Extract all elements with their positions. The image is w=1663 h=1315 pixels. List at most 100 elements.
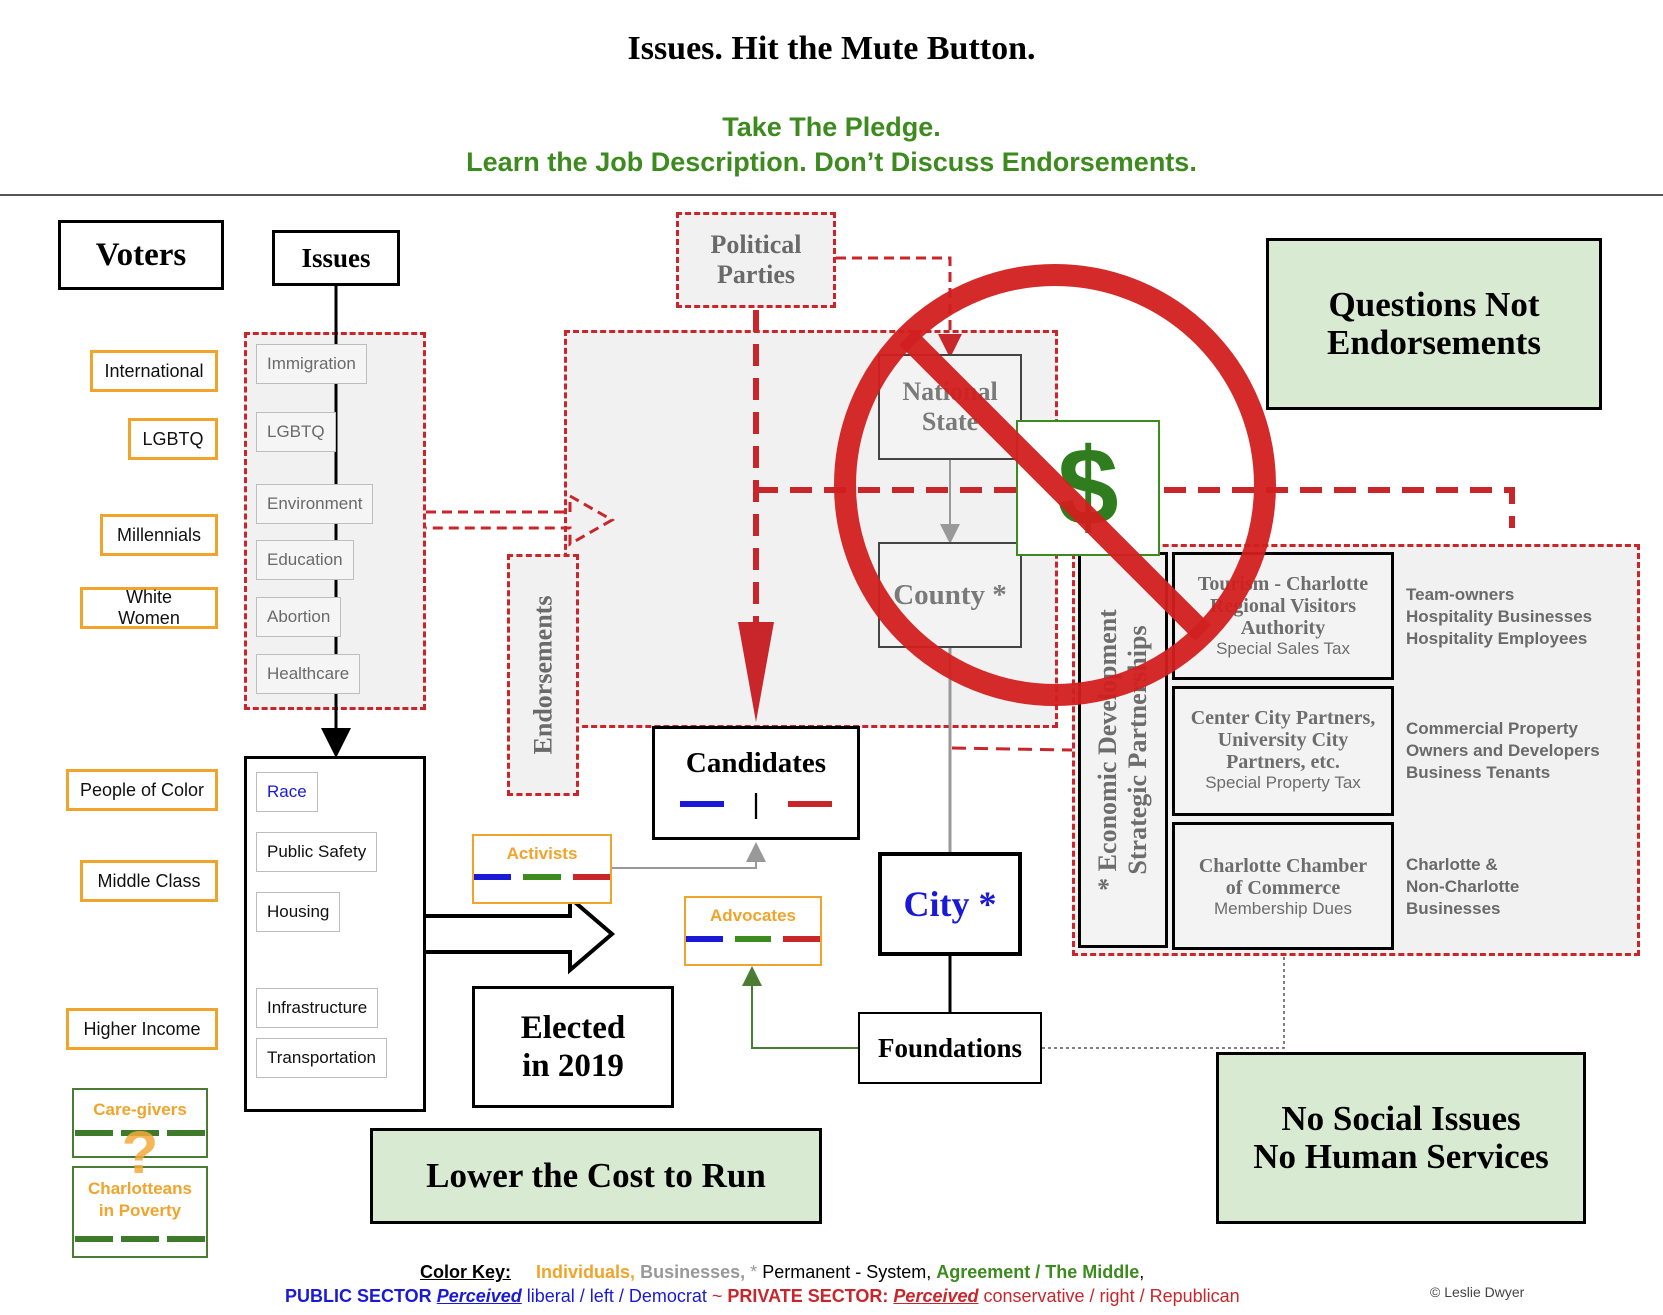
lower-cost-box: Lower the Cost to Run <box>370 1128 822 1224</box>
color-key-line2: PUBLIC SECTOR Perceived liberal / left /… <box>285 1286 1240 1307</box>
edp-side-line: Business Tenants <box>1406 763 1551 782</box>
voter-middle-class: Middle Class <box>80 860 218 902</box>
activists-box: Activists <box>472 834 612 904</box>
color-key-line1: Color Key: Individuals, Businesses, * Pe… <box>420 1262 1144 1283</box>
pledge-subline: Learn the Job Description. Don’t Discuss… <box>466 147 1197 177</box>
key-liberal: liberal / left / Democrat <box>526 1286 707 1306</box>
issue-lgbtq: LGBTQ <box>256 412 336 452</box>
voter-people-of-color: People of Color <box>66 769 218 811</box>
green-bar <box>121 1130 159 1136</box>
edp-side-line: Team-owners <box>1406 585 1515 604</box>
key-conservative: conservative / right / Republican <box>983 1286 1240 1306</box>
edp-row-heading: of Commerce <box>1225 877 1341 899</box>
blue-bar <box>686 936 723 942</box>
issue-environment: Environment <box>256 484 374 524</box>
page-title: Issues. Hit the Mute Button. <box>627 30 1036 67</box>
edp-side-line: Hospitality Businesses <box>1406 607 1593 626</box>
blue-bar <box>680 801 725 807</box>
prohibition-sign-icon <box>834 264 1276 706</box>
parties-to-national-line <box>836 256 962 358</box>
question-mark-icon: ? <box>121 1119 159 1186</box>
political-parties-line2: Parties <box>717 260 795 289</box>
political-parties-line1: Political <box>710 230 802 259</box>
edp-side-chamber: Charlotte & Non-Charlotte Businesses <box>1406 854 1636 920</box>
elected-box: Elected in 2019 <box>472 986 674 1108</box>
candidates-title: Candidates <box>685 747 827 779</box>
questions-not-endorsements-box: Questions Not Endorsements <box>1266 238 1602 410</box>
blue-bar <box>474 874 512 880</box>
green-bar <box>75 1236 113 1242</box>
elected-line2: in 2019 <box>522 1048 624 1084</box>
voter-caregivers: Care-givers <box>72 1088 208 1158</box>
voter-white-women: White Women <box>80 587 218 629</box>
questions-line2: Endorsements <box>1327 323 1541 362</box>
political-parties-box: Political Parties <box>676 212 836 308</box>
edp-row-heading: University City <box>1217 729 1349 751</box>
issue-education: Education <box>256 540 354 580</box>
key-permanent: Permanent - System, <box>762 1262 932 1282</box>
edp-to-city-line <box>951 746 1073 752</box>
parties-to-candidates-arrowhead <box>738 622 774 722</box>
key-agreement: Agreement / The Middle <box>936 1262 1140 1282</box>
city-box: City * <box>878 852 1022 956</box>
advocates-box: Advocates <box>684 896 822 966</box>
endorsements-label: Endorsements <box>528 595 557 755</box>
green-bar <box>121 1236 159 1242</box>
key-tilde: ~ <box>711 1286 723 1306</box>
issue-immigration: Immigration <box>256 344 367 384</box>
edp-row-funding: Membership Dues <box>1214 899 1352 918</box>
pledge-line: Take The Pledge. <box>722 112 941 142</box>
no-social-line2: No Human Services <box>1253 1137 1549 1176</box>
issue-abortion: Abortion <box>256 597 342 637</box>
edp-side-line: Businesses <box>1406 899 1501 918</box>
poverty-line2: in Poverty <box>98 1201 182 1220</box>
issue-public-safety: Public Safety <box>256 832 378 872</box>
credit: © Leslie Dwyer <box>1430 1284 1525 1300</box>
no-social-line1: No Social Issues <box>1281 1099 1521 1138</box>
poverty-bars <box>74 1236 206 1242</box>
job-issues-arrow <box>426 893 616 975</box>
green-bar <box>75 1130 113 1136</box>
issues-title: Issues <box>272 230 400 286</box>
caregivers-label: Care-givers <box>93 1100 187 1119</box>
edp-side-line: Commercial Property <box>1406 719 1578 738</box>
elected-line1: Elected <box>520 1010 626 1046</box>
voter-lgbtq: LGBTQ <box>128 418 218 460</box>
edp-side-line: Hospitality Employees <box>1406 629 1588 648</box>
edp-side-line: Charlotte & <box>1406 855 1498 874</box>
key-asterisk: * <box>750 1262 758 1282</box>
edp-row-heading: Authority <box>1240 617 1326 639</box>
edp-row-center-city: Center City Partners, University City Pa… <box>1172 686 1394 816</box>
edp-side-center-city: Commercial Property Owners and Developer… <box>1406 718 1636 784</box>
candidates-box: Candidates | <box>652 726 860 840</box>
key-individuals: Individuals, <box>536 1262 636 1282</box>
key-perceived-public: Perceived <box>436 1286 522 1306</box>
edp-side-line: Non-Charlotte <box>1406 877 1520 896</box>
edp-row-funding: Special Sales Tax <box>1216 639 1350 658</box>
voter-international: International <box>90 350 218 392</box>
questions-line1: Questions Not <box>1328 285 1540 324</box>
edp-row-chamber: Charlotte Chamber of Commerce Membership… <box>1172 822 1394 950</box>
endorsements-frame <box>507 554 579 796</box>
activists-bars <box>474 874 610 880</box>
red-bar <box>783 936 821 942</box>
activists-to-candidates-line <box>612 842 766 869</box>
issue-healthcare: Healthcare <box>256 654 361 694</box>
poverty-line1: Charlotteans <box>88 1179 192 1198</box>
no-social-issues-box: No Social Issues No Human Services <box>1216 1052 1586 1224</box>
red-bar <box>572 874 610 880</box>
social-to-endorsements-arrow <box>426 493 616 547</box>
voter-higher-income: Higher Income <box>66 1008 218 1050</box>
edp-row-heading: Charlotte Chamber <box>1198 855 1368 877</box>
money-line <box>756 487 1515 528</box>
key-perceived-private: Perceived <box>893 1286 979 1306</box>
issue-infrastructure: Infrastructure <box>256 988 379 1028</box>
green-bar <box>523 874 561 880</box>
endorsements-label-wrap: Endorsements <box>507 554 579 796</box>
foundations-to-chamber-dotted <box>1042 956 1285 1049</box>
edp-side-line: Owners and Developers <box>1406 741 1600 760</box>
caregivers-bars <box>74 1130 206 1136</box>
issue-transportation: Transportation <box>256 1038 387 1078</box>
key-comma: , <box>1139 1262 1145 1282</box>
voter-millennials: Millennials <box>100 514 218 556</box>
